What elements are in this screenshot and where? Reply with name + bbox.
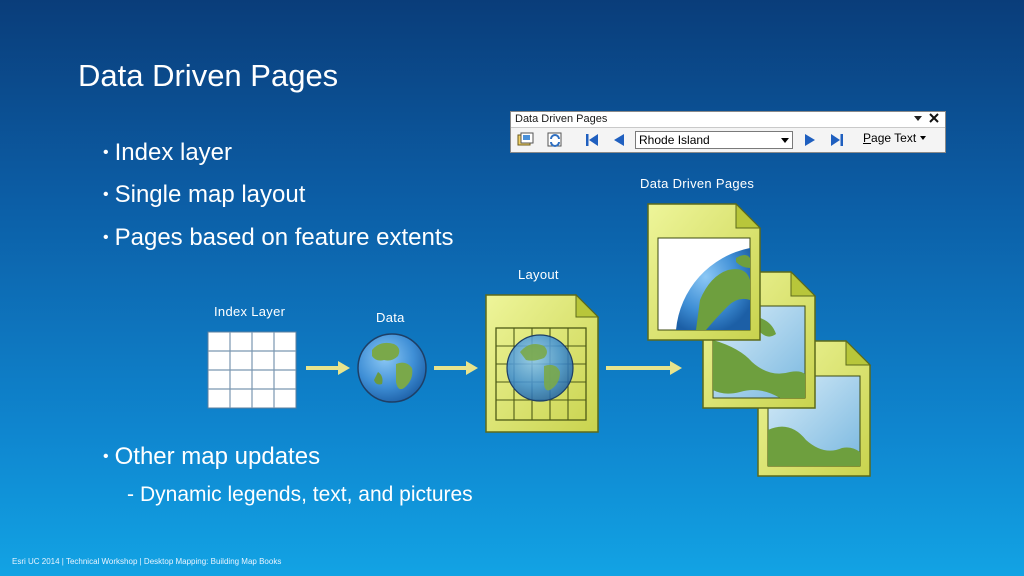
- index-layer-label: Index Layer: [214, 304, 286, 319]
- data-label: Data: [376, 310, 405, 325]
- layout-label: Layout: [518, 267, 559, 282]
- page-text-label: age Text: [871, 131, 917, 145]
- page-icon-1: [647, 202, 762, 341]
- chevron-down-icon: [920, 136, 927, 140]
- last-page-icon[interactable]: [827, 131, 847, 149]
- toolbar-title: Data Driven Pages: [515, 113, 608, 125]
- chevron-down-icon[interactable]: [781, 138, 789, 143]
- bullet-single-map-layout: • Single map layout: [103, 181, 305, 209]
- refresh-icon[interactable]: [545, 131, 565, 149]
- bullet-marker: •: [103, 229, 109, 246]
- bullet-text: Single map layout: [114, 181, 306, 208]
- data-driven-pages-toolbar: Data Driven Pages: [510, 111, 946, 153]
- sub-bullet-dynamic-legends: -Dynamic legends, text, and pictures: [127, 483, 473, 507]
- page-text-menu[interactable]: Page Text: [863, 131, 927, 145]
- previous-page-icon[interactable]: [609, 131, 629, 149]
- toolbar-body: Rhode Island Page Text: [511, 128, 945, 152]
- page-text-accesskey: P: [863, 131, 872, 145]
- bullet-marker: •: [103, 144, 109, 161]
- next-page-icon[interactable]: [800, 131, 820, 149]
- footer-text: Esri UC 2014 | Technical Workshop | Desk…: [12, 557, 282, 566]
- bullet-text: Other map updates: [114, 443, 321, 470]
- index-layer-grid-icon: [207, 331, 297, 409]
- setup-icon[interactable]: [516, 131, 536, 149]
- dropdown-icon[interactable]: [913, 112, 923, 128]
- bullet-index-layer: • Index layer: [103, 139, 232, 167]
- bullet-marker: •: [103, 448, 109, 465]
- page-selector-combo[interactable]: Rhode Island: [635, 131, 793, 149]
- first-page-icon[interactable]: [582, 131, 602, 149]
- toolbar-titlebar[interactable]: Data Driven Pages: [511, 112, 945, 128]
- layout-page-icon: [485, 293, 600, 433]
- page-selector-value: Rhode Island: [639, 133, 710, 147]
- sub-bullet-text: Dynamic legends, text, and pictures: [140, 483, 473, 506]
- bullet-marker: •: [103, 186, 109, 203]
- bullet-pages-based: • Pages based on feature extents: [103, 224, 454, 252]
- bullet-text: Index layer: [114, 139, 233, 166]
- data-driven-pages-label: Data Driven Pages: [640, 176, 755, 191]
- bullet-other-map-updates: • Other map updates: [103, 443, 320, 471]
- close-icon[interactable]: [929, 112, 939, 128]
- globe-icon: [357, 333, 427, 403]
- slide-title: Data Driven Pages: [78, 58, 339, 93]
- flow-arrows: [306, 361, 682, 375]
- sub-bullet-marker: -: [127, 483, 134, 506]
- bullet-text: Pages based on feature extents: [114, 224, 454, 251]
